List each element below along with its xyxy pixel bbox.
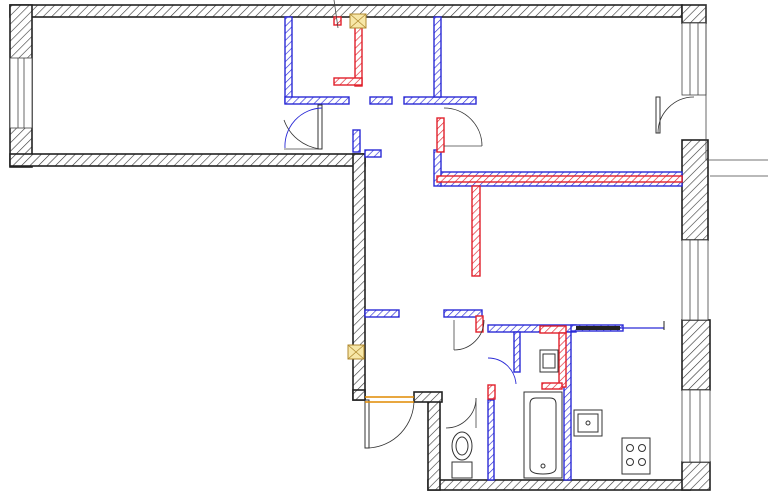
new-wall-stub-1: [369, 96, 393, 105]
door-left-room[interactable]: [283, 104, 323, 150]
wall-right-low: [681, 319, 711, 391]
dem-wall-closet-vertical: [354, 21, 363, 87]
new-wall-bath-divider: [513, 331, 521, 373]
demolished-walls: [333, 16, 683, 400]
dem-wall-wc: [487, 384, 496, 400]
door-entrance[interactable]: [364, 396, 415, 449]
new-wall-corridor-left: [364, 309, 400, 318]
ventilation-shaft-bottom: [347, 344, 365, 360]
new-wall-closet-bottom: [284, 96, 350, 105]
new-wall-corridor-right: [443, 309, 483, 318]
dem-wall-bath: [539, 325, 567, 334]
new-wall-bedroom-vertical: [433, 16, 442, 98]
windows: [9, 22, 711, 463]
window-left: [9, 57, 33, 129]
new-wall-closet-left: [284, 16, 293, 104]
new-wall-kitchen-left: [563, 331, 572, 481]
dem-wall-divider-top: [436, 175, 683, 183]
dem-wall-bedroom-vertical: [471, 185, 481, 277]
door-corridor[interactable]: [453, 319, 485, 351]
wall-wc-top: [413, 391, 443, 403]
new-wall-wc-right: [487, 399, 495, 481]
new-wall-stub-2: [403, 96, 477, 105]
washbasin-icon: [539, 349, 559, 373]
dem-wall-closet-bottom: [333, 77, 363, 86]
balcony: [655, 5, 768, 177]
new-wall-stub-3: [352, 129, 361, 153]
new-walls: [284, 16, 683, 481]
stove-icon: [621, 437, 651, 475]
door-bedroom[interactable]: [443, 107, 483, 147]
wall-right-bottom: [681, 461, 711, 491]
wall-wc-left: [427, 393, 441, 491]
toilet-icon: [451, 431, 473, 479]
wall-central-vertical: [352, 153, 366, 401]
wall-bottom-bath: [427, 479, 691, 491]
dem-wall-bath-right: [558, 332, 567, 388]
window-right-middle: [681, 239, 709, 321]
door-wc[interactable]: [445, 397, 477, 429]
sliding-door-kitchen[interactable]: [576, 321, 665, 330]
dem-wall-corridor: [475, 315, 484, 333]
window-right-top: [681, 22, 707, 96]
dem-wall-wc-stub: [541, 382, 563, 390]
door-bathroom[interactable]: [487, 357, 517, 385]
balcony-door[interactable]: [655, 96, 695, 134]
bathtub-icon: [523, 391, 563, 479]
wall-corridor-bottom: [352, 389, 366, 401]
leader-line: [333, 0, 339, 29]
wall-right-upper: [681, 4, 707, 24]
window-right-bottom: [681, 389, 711, 463]
kitchen-sink-icon: [573, 409, 603, 437]
wall-right-mid: [681, 139, 709, 241]
door-closet[interactable]: [284, 107, 323, 149]
doors: [283, 104, 665, 449]
wall-left-room-bottom: [9, 153, 366, 167]
new-wall-stub-4: [364, 149, 382, 158]
ventilation-shaft-top: [349, 13, 367, 29]
dem-wall-hall: [436, 117, 445, 153]
wall-top: [9, 4, 683, 18]
